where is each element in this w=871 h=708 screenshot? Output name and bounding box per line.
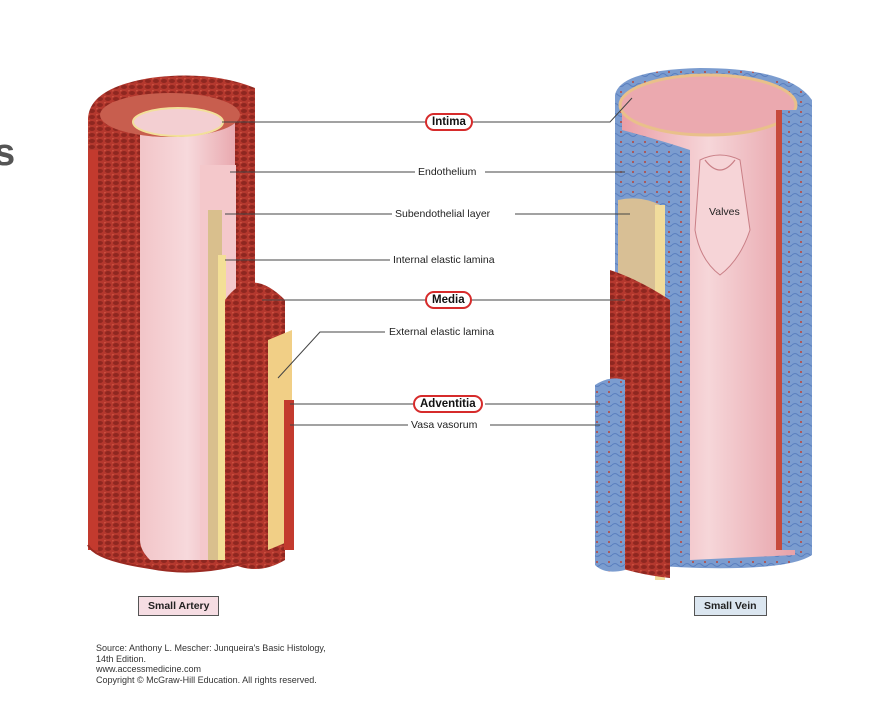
endothelium-label: Endothelium — [415, 166, 480, 179]
copyright-line: Copyright © McGraw-Hill Education. All r… — [96, 674, 317, 685]
source-url: www.accessmedicine.com — [96, 664, 202, 674]
source-line-2: 14th Edition. — [96, 653, 147, 664]
source-line-1: Source: Anthony L. Mescher: Junqueira's … — [96, 643, 326, 653]
small-vein-caption: Small Vein — [694, 596, 767, 616]
vasa-vasorum-label: Vasa vasorum — [408, 419, 481, 432]
small-artery-caption: Small Artery — [138, 596, 220, 616]
subendothelial-layer-label: Subendothelial layer — [392, 208, 494, 221]
intima-label: Intima — [425, 113, 473, 131]
source-credit: Source: Anthony L. Mescher: Junqueira's … — [96, 643, 326, 685]
vein-illustration — [595, 68, 812, 580]
adventitia-label: Adventitia — [413, 395, 483, 413]
internal-elastic-lamina-label: Internal elastic lamina — [390, 254, 498, 267]
clipped-edge-text: s — [0, 132, 16, 174]
media-label: Media — [425, 291, 472, 309]
leader-lines — [222, 97, 633, 426]
external-elastic-lamina-label: External elastic lamina — [386, 326, 498, 339]
valves-label: Valves — [709, 206, 740, 218]
artery-illustration — [87, 75, 294, 573]
